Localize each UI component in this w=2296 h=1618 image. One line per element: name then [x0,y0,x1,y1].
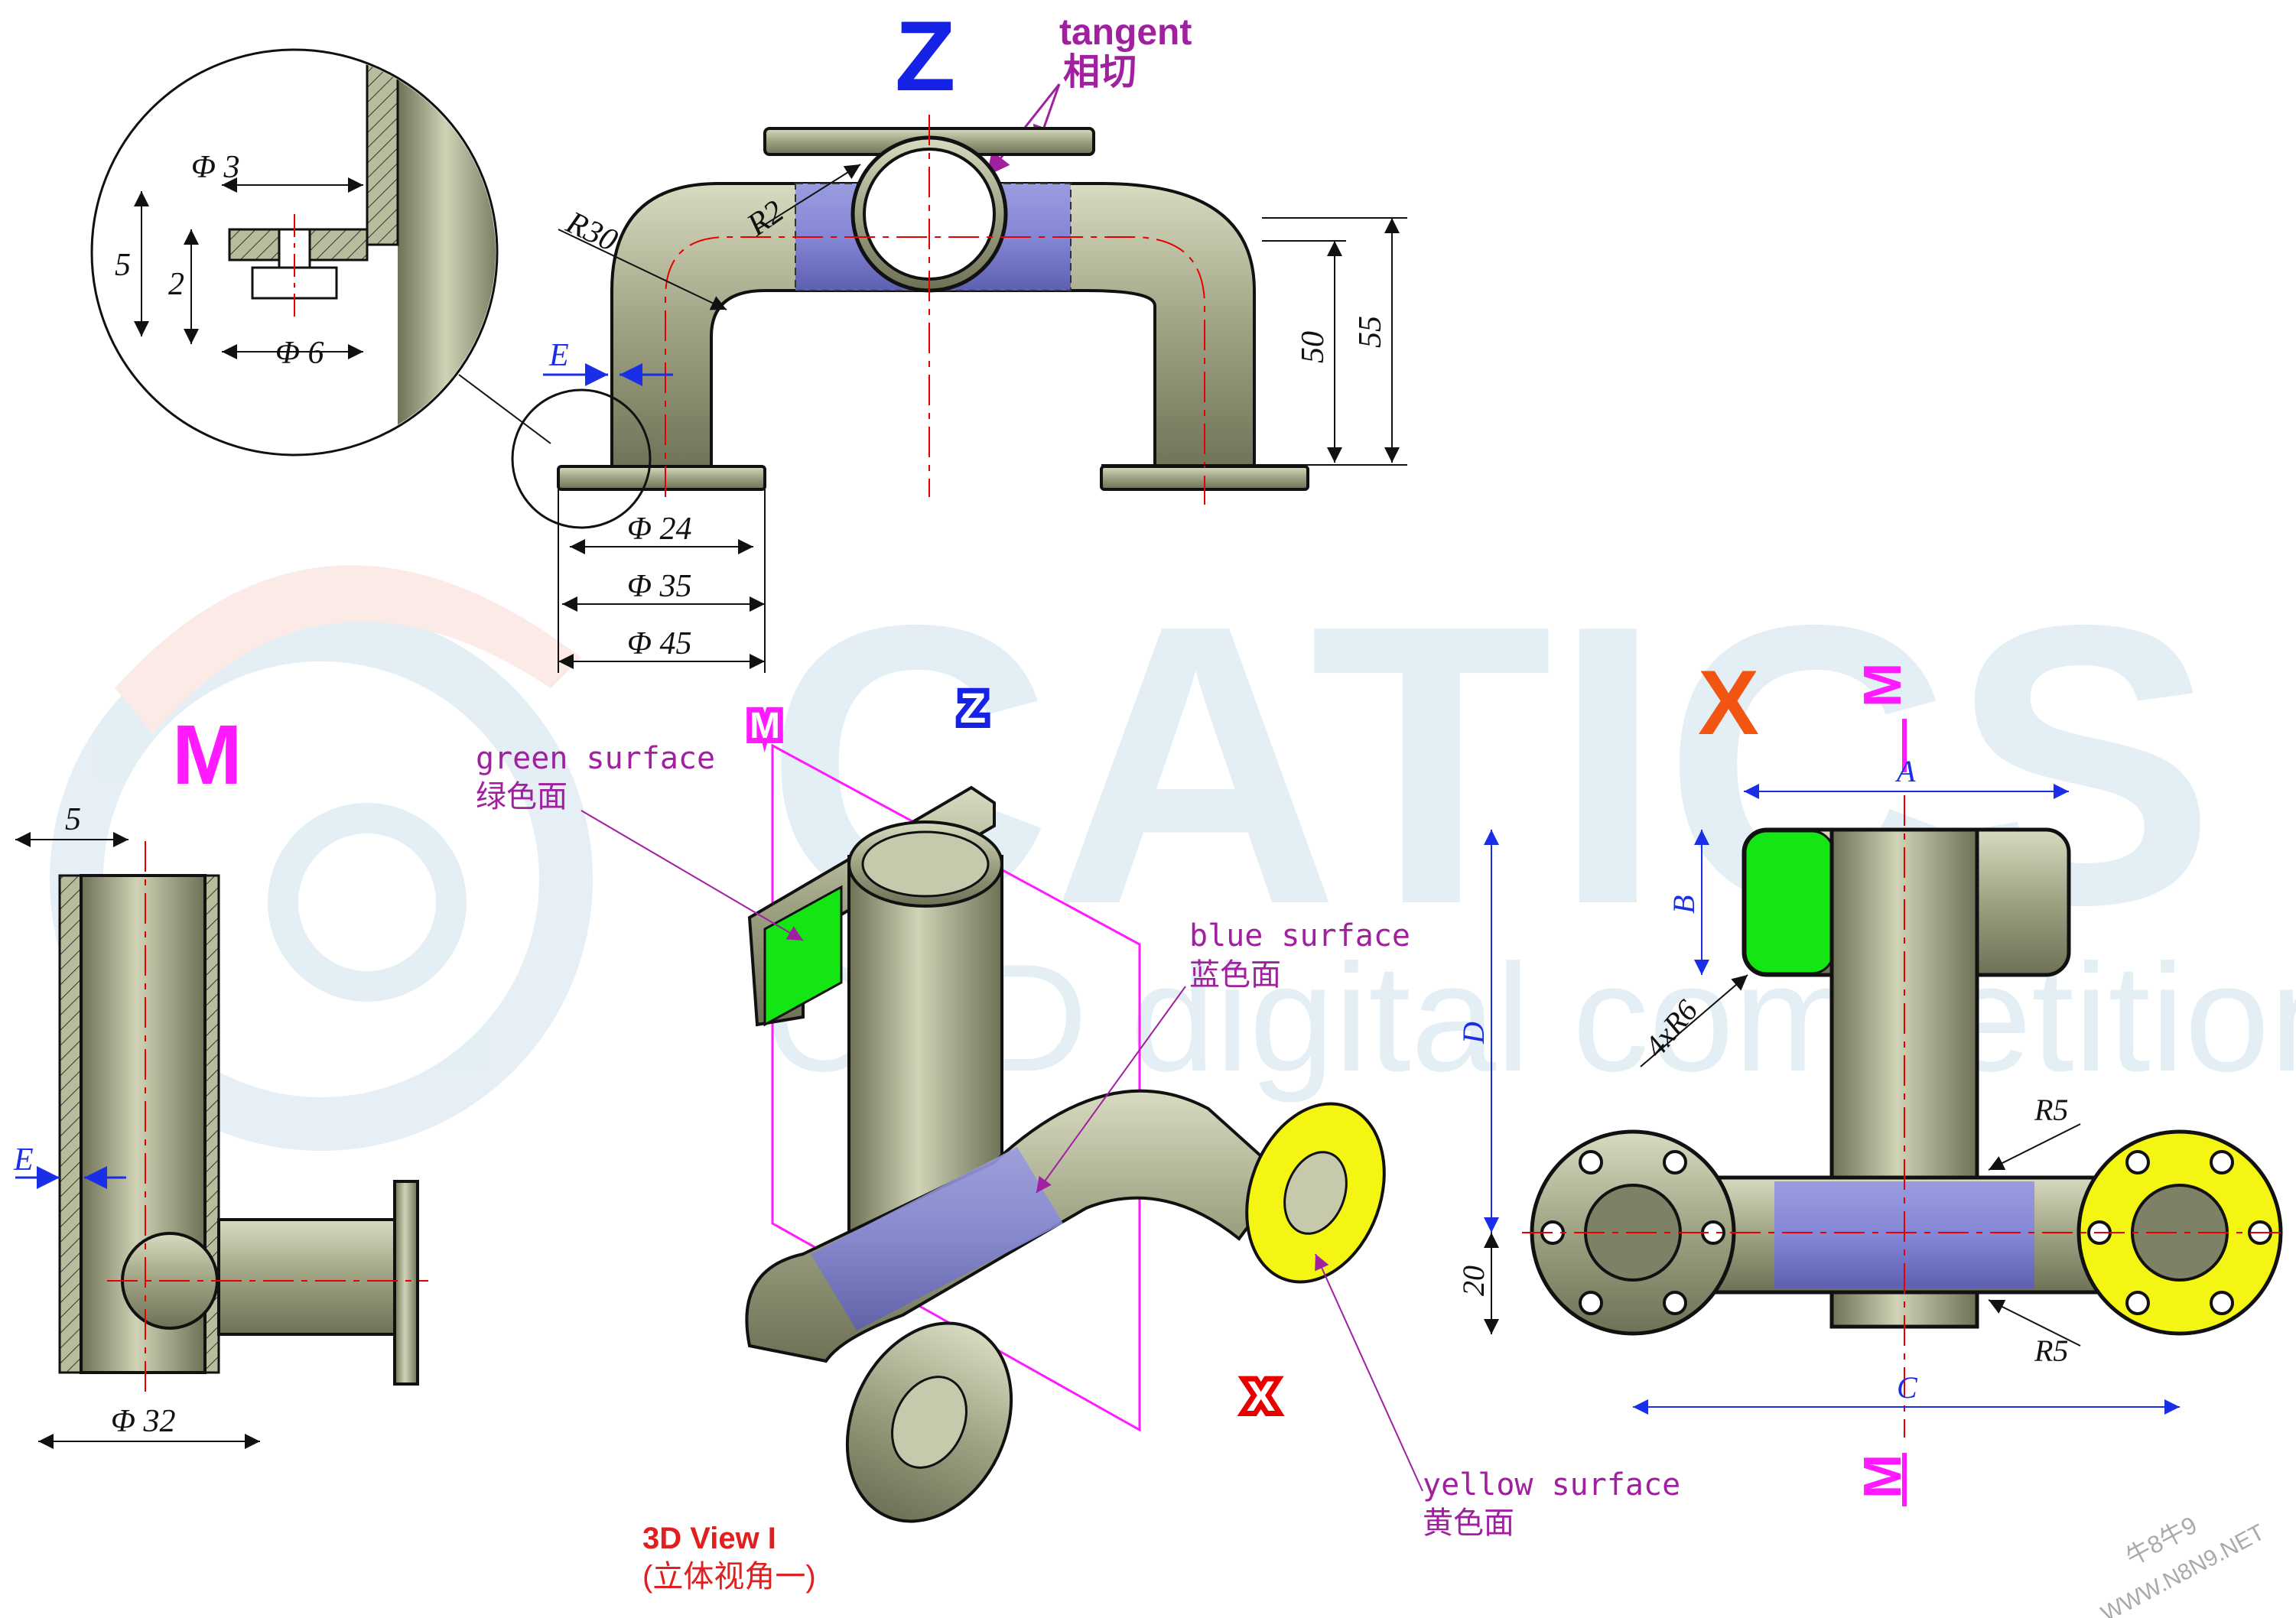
x-bolt-holes [1540,1150,2272,1315]
green-surface-label-cn: 绿色面 [476,779,567,814]
z-left-flange [557,465,766,491]
m-view: M 5 E Φ 32 [13,708,428,1449]
m-view-label: M [172,708,242,802]
dim-d45: Φ 45 [627,626,691,661]
x-cut-label-top: M [1852,663,1912,707]
dim-d6: Φ 6 [275,336,324,371]
iso-view-subtitle: (立体视角一) [642,1560,816,1594]
tangent-label-en: tangent [1059,12,1192,53]
dim-h5: 5 [115,248,131,283]
dim-m5: 5 [65,802,81,837]
dim-d35: Φ 35 [627,569,691,604]
iso-view-title: 3D View I [642,1522,776,1555]
yellow-surface-label-cn: 黄色面 [1423,1506,1514,1541]
iso-view: M Z X green surface 绿色面 blue surface 蓝色面… [476,678,1680,1594]
z-view-label: Z [895,0,955,112]
iso-green-face [763,885,843,1027]
dim-h50: 50 [1296,331,1331,363]
dim-h20: 20 [1456,1265,1491,1296]
dim-e-m: E [13,1142,34,1178]
iso-section-plane [771,743,1141,1432]
iso-axis-m: M [750,706,780,746]
dim-r5-top: R5 [2034,1093,2068,1127]
yellow-surface-label-en: yellow surface [1423,1467,1680,1503]
z-pipe-u [610,182,1256,476]
green-surface-label-en: green surface [476,741,715,776]
iso-axis-z: Z [960,684,986,732]
dim-e-z: E [548,338,569,373]
blue-surface-label-cn: 蓝色面 [1189,957,1281,993]
x-green-face [1744,830,1835,975]
dim-a: A [1894,754,1916,788]
dim-c: C [1897,1370,1918,1405]
watermark-logo-core [268,803,467,1002]
dim-d3: Φ 3 [191,150,239,185]
detail-callout-circle [511,388,652,529]
tangent-label-cn: 相切 [1063,52,1137,93]
dim-d: D [1456,1022,1491,1045]
dim-b: B [1667,895,1701,914]
m-hatch-left [58,874,83,1374]
iso-blue-band [811,1147,1063,1330]
x-view: X M M A B D [1456,651,2287,1506]
dim-r30: R30 [561,205,623,259]
dim-d24: Φ 24 [627,512,691,547]
z-view: Z tangent 相切 R30 R2 E 50 55 [511,0,1407,673]
dim-h55: 55 [1353,316,1388,348]
x-view-label: X [1698,651,1759,754]
m-side-pipe [217,1218,396,1336]
blue-surface-label-en: blue surface [1189,918,1410,954]
iso-axis-x: X [1247,1372,1275,1420]
dim-d32: Φ 32 [111,1404,175,1439]
dim-h2: 2 [168,267,184,302]
detail-view: Φ 3 Φ 6 5 2 [90,48,551,456]
m-side-flange [393,1180,419,1386]
watermark-logo-swoosh [115,565,581,734]
dim-r5-bottom: R5 [2034,1334,2068,1368]
